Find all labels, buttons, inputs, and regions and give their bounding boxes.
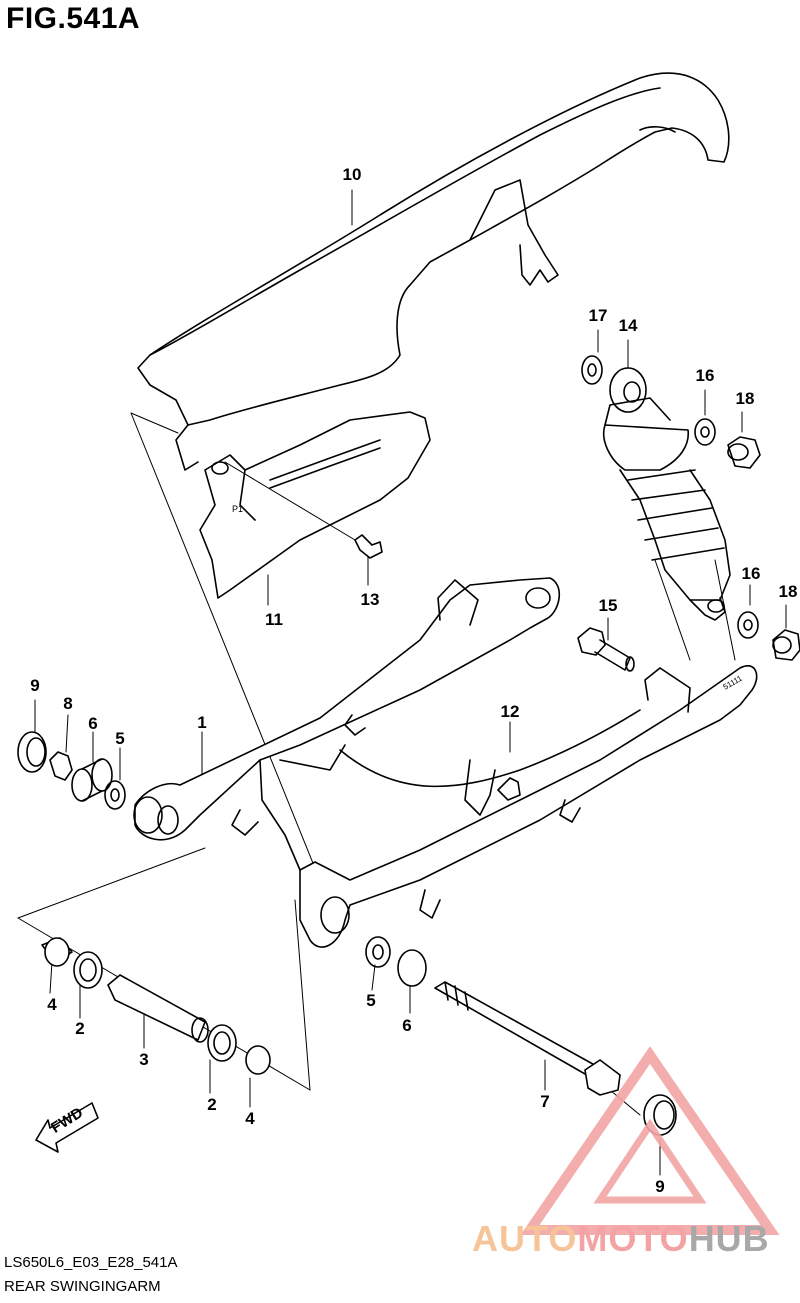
callout-4-left: 4 — [47, 995, 57, 1014]
callout-8: 8 — [63, 694, 73, 713]
callout-1: 1 — [197, 713, 207, 732]
hardware-drawing — [17, 355, 800, 1136]
chain-guard-drawing: P1 — [199, 411, 431, 599]
callout-17: 17 — [588, 306, 608, 325]
shock-absorber-drawing — [603, 367, 731, 621]
callout-7: 7 — [540, 1092, 550, 1111]
callout-16-upper: 16 — [695, 366, 715, 385]
callout-16-lower: 16 — [741, 564, 761, 583]
fwd-arrow-drawing — [35, 1102, 99, 1153]
callout-10: 10 — [342, 165, 362, 184]
callout-4-right: 4 — [245, 1109, 255, 1128]
watermark-part-auto: AUTO — [472, 1218, 578, 1259]
callout-14: 14 — [618, 316, 638, 335]
callout-11: 11 — [265, 610, 283, 629]
callout-9-left: 9 — [30, 676, 40, 695]
callout-2-right: 2 — [207, 1095, 217, 1114]
callout-6-left: 6 — [88, 714, 98, 733]
callout-6-right: 6 — [402, 1016, 412, 1035]
callout-5-left: 5 — [115, 729, 125, 748]
diagram-code: LS650L6_E03_E28_541A — [4, 1254, 178, 1271]
callout-9-right: 9 — [655, 1177, 665, 1196]
watermark-text: AUTOMOTOHUB — [472, 1218, 770, 1260]
callout-18-upper: 18 — [735, 389, 755, 408]
chain-case-drawing — [137, 72, 730, 471]
callout-12: 12 — [500, 702, 520, 721]
callout-15: 15 — [598, 596, 618, 615]
figure-title: FIG.541A — [6, 2, 141, 35]
callout-3: 3 — [139, 1050, 149, 1069]
watermark-logo — [520, 1046, 780, 1235]
swingarm-drawing: 51111 — [133, 577, 758, 948]
callout-18-lower: 18 — [778, 582, 798, 601]
callout-2-left: 2 — [75, 1019, 85, 1038]
diagram-caption: REAR SWINGINGARM — [4, 1278, 161, 1295]
watermark-part-moto: MOTO — [577, 1218, 689, 1259]
watermark-part-hub: HUB — [688, 1218, 770, 1259]
svg-text:P1: P1 — [232, 504, 243, 514]
callout-13: 13 — [360, 590, 380, 609]
callout-5-right: 5 — [366, 991, 376, 1010]
